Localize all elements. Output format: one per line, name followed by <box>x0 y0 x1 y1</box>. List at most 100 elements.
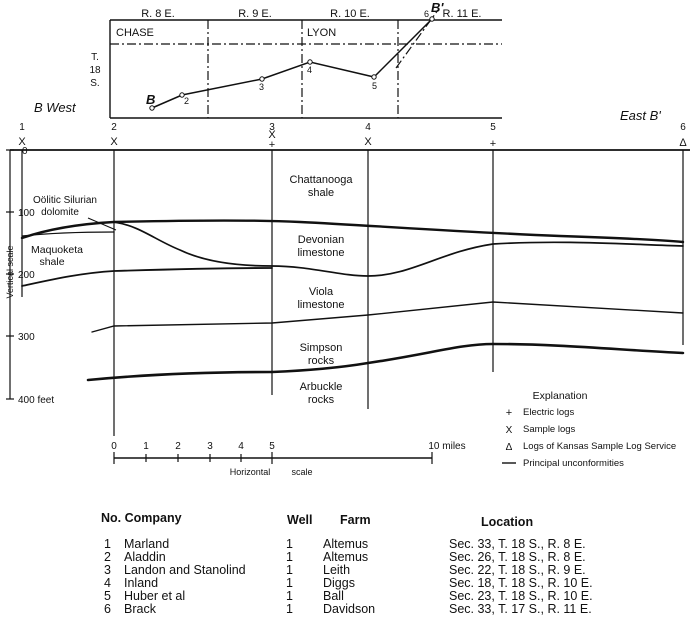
range-label-r9e: R. 9 E. <box>238 8 272 20</box>
table-row-farm: Ball <box>323 589 344 603</box>
legend-symbol-kansas: Δ <box>506 442 513 453</box>
range-label-r11e: R. 11 E. <box>443 8 482 20</box>
east-end-label: East B' <box>620 108 661 123</box>
table-row-farm: Diggs <box>323 576 355 590</box>
dolomite-leader-line <box>87 217 117 231</box>
map-label-b: B <box>146 92 155 107</box>
scale-tick-2: 2 <box>175 441 181 452</box>
horizontal-scale-bar <box>113 452 433 464</box>
township-label-t: T. <box>91 52 99 63</box>
scale-caption-2: scale <box>291 467 312 477</box>
legend-title: Explanation <box>533 390 588 402</box>
unit-label-viola-2: limestone <box>297 299 344 311</box>
sample-log-symbol: X <box>364 136 372 148</box>
table-row-location: Sec. 33, T. 18 S., R. 8 E. <box>449 537 586 551</box>
table-row-well: 1 <box>286 576 293 590</box>
scale-tick-3: 3 <box>207 441 213 452</box>
datum-and-vertical-scale <box>6 149 690 400</box>
table-row-well: 1 <box>286 550 293 564</box>
horizontal-scale-labels: 0 1 2 3 4 5 10 miles Horizontal scale <box>111 441 465 477</box>
table-row-location: Sec. 26, T. 18 S., R. 8 E. <box>449 550 586 564</box>
table-header-farm: Farm <box>340 513 371 527</box>
depth-tick-400: 400 feet <box>18 395 54 406</box>
table-row-well: 1 <box>286 563 293 577</box>
table-row-well: 1 <box>286 589 293 603</box>
well-number-1: 1 <box>19 122 25 133</box>
map-well-2: 2 <box>184 96 189 106</box>
table-row-no: 2 <box>104 550 111 564</box>
map-label-b-prime: B' <box>431 0 444 15</box>
table-row-company: Marland <box>124 537 170 551</box>
well-number-4: 4 <box>365 122 371 133</box>
silurian-dolomite-upper-contact <box>21 231 115 237</box>
table-row-location: Sec. 18, T. 18 S., R. 10 E. <box>449 576 593 590</box>
unit-label-devonian-1: Devonian <box>298 234 344 246</box>
table-row-no: 1 <box>104 537 111 551</box>
table-header-no-company: No. Company <box>101 511 182 525</box>
table-row-location: Sec. 23, T. 18 S., R. 10 E. <box>449 589 593 603</box>
well-number-3: 3 <box>269 122 275 133</box>
legend-symbol-sample: X <box>506 425 513 436</box>
unit-label-maquoketa-1: Maquoketa <box>31 244 83 256</box>
unit-label-devonian-2: limestone <box>297 247 344 259</box>
table-row-location: Sec. 22, T. 18 S., R. 9 E. <box>449 563 586 577</box>
table-row-company: Brack <box>124 602 156 616</box>
scale-caption-1: Horizontal <box>230 467 271 477</box>
table-row-farm: Leith <box>323 563 351 577</box>
base-simpson-contact <box>86 342 685 382</box>
unit-label-chattanooga-2: shale <box>308 187 334 199</box>
electric-log-symbol: + <box>269 139 275 151</box>
legend: Explanation + Electric logs X Sample log… <box>502 390 676 469</box>
table-row-no: 6 <box>104 602 111 616</box>
unit-label-arbuckle-1: Arbuckle <box>300 381 343 393</box>
legend-label-kansas: Logs of Kansas Sample Log Service <box>523 441 676 452</box>
unit-label-simpson-1: Simpson <box>300 342 343 354</box>
sample-log-symbol: X <box>110 136 118 148</box>
west-end-label: B West <box>34 100 77 115</box>
kansas-log-symbol: Δ <box>679 137 687 149</box>
unit-label-viola-1: Viola <box>309 286 334 298</box>
map-well-3: 3 <box>259 82 264 92</box>
unit-label-simpson-2: rocks <box>308 355 335 367</box>
depth-tick-200: 200 <box>18 270 35 281</box>
legend-label-electric: Electric logs <box>523 407 574 418</box>
legend-label-sample: Sample logs <box>523 424 576 435</box>
table-row-no: 5 <box>104 589 111 603</box>
table-header-location: Location <box>481 515 534 529</box>
unit-label-chattanooga-1: Chattanooga <box>290 174 354 186</box>
range-label-r10e: R. 10 E. <box>330 8 370 20</box>
formation-contacts <box>20 219 685 382</box>
map-well-5: 5 <box>372 81 377 91</box>
map-well-6: 6 <box>424 9 429 19</box>
well-number-6: 6 <box>680 122 686 133</box>
township-label-s: S. <box>90 78 99 89</box>
electric-log-symbol: + <box>490 138 496 150</box>
legend-label-unconformity: Principal unconformities <box>523 458 624 469</box>
sample-log-symbol: X <box>268 129 276 141</box>
depth-tick-300: 300 <box>18 332 35 343</box>
table-row-company: Inland <box>124 576 159 590</box>
table-row-well: 1 <box>286 537 293 551</box>
scale-tick-4: 4 <box>238 441 244 452</box>
unit-label-arbuckle-2: rocks <box>308 394 335 406</box>
sample-log-symbol: X <box>18 136 26 148</box>
county-label-lyon: LYON <box>307 27 336 39</box>
well-log-symbols: X X X + X + Δ <box>18 129 687 151</box>
section-line-trace <box>151 18 433 109</box>
township-label-18: 18 <box>89 65 101 76</box>
table-row-company: Huber et al <box>124 589 186 603</box>
county-label-chase: CHASE <box>116 27 154 39</box>
map-well-4: 4 <box>307 65 312 75</box>
base-maquoketa-contact <box>21 267 273 287</box>
base-chattanooga-contact <box>20 219 685 244</box>
table-row-company: Landon and Stanolind <box>124 563 246 577</box>
legend-symbol-electric: + <box>506 407 512 419</box>
table-row-farm: Altemus <box>323 550 369 564</box>
base-viola-contact <box>91 301 684 333</box>
vertical-scale-title: Vertical scale <box>5 245 15 298</box>
well-lines <box>21 150 684 436</box>
range-label-r8e: R. 8 E. <box>141 8 175 20</box>
formation-labels: Oölitic Silurian dolomite Maquoketa shal… <box>31 174 353 406</box>
